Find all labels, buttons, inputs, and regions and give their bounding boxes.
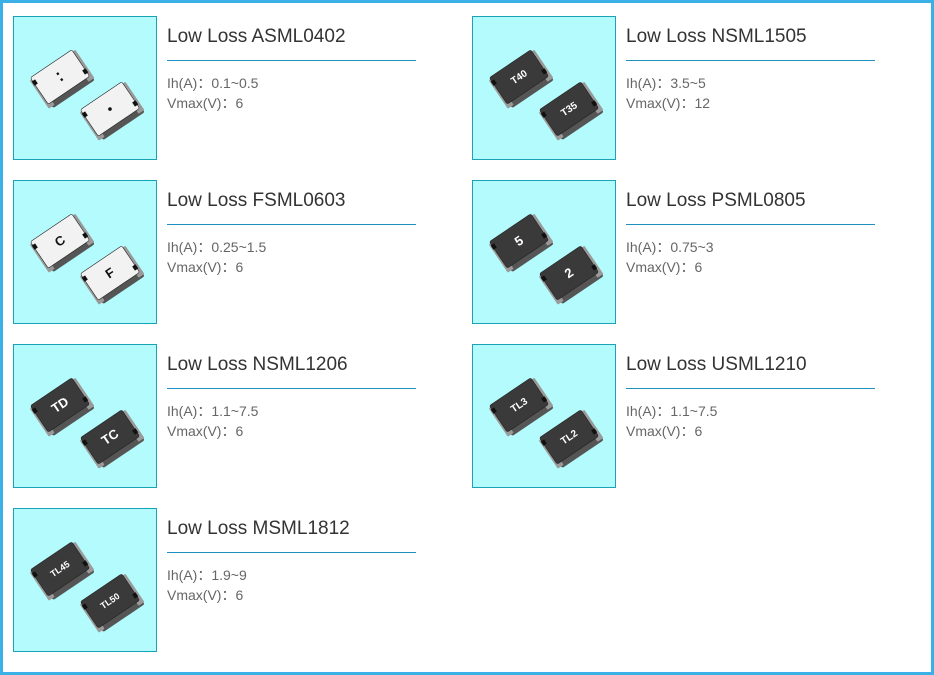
spec-ih-label: Ih(A)： bbox=[167, 567, 212, 583]
chip-left: 5 bbox=[489, 214, 554, 273]
chip-right: F bbox=[80, 246, 145, 305]
spec-vmax-value: 12 bbox=[694, 95, 711, 111]
spec-ih-value: 0.25~1.5 bbox=[211, 239, 267, 255]
chip-right: • bbox=[80, 82, 145, 141]
spec-ih-label: Ih(A)： bbox=[167, 75, 212, 91]
spec-vmax-label: Vmax(V)： bbox=[167, 423, 236, 439]
spec-vmax-value: 6 bbox=[235, 587, 244, 603]
chip-right: 2 bbox=[539, 246, 604, 305]
spec-vmax: Vmax(V)：6 bbox=[167, 585, 243, 605]
chip-left: TD bbox=[30, 378, 95, 437]
spec-vmax: Vmax(V)：6 bbox=[626, 421, 702, 441]
chip-right: TL50 bbox=[80, 574, 145, 633]
title-divider bbox=[167, 224, 416, 225]
product-title[interactable]: Low Loss FSML0603 bbox=[167, 190, 346, 211]
spec-ih: Ih(A)：0.1~0.5 bbox=[167, 73, 258, 93]
spec-ih-value: 0.75~3 bbox=[670, 239, 714, 255]
product-title[interactable]: Low Loss USML1210 bbox=[626, 354, 807, 375]
spec-ih-label: Ih(A)： bbox=[626, 403, 671, 419]
spec-vmax-label: Vmax(V)： bbox=[626, 423, 695, 439]
spec-ih: Ih(A)：0.75~3 bbox=[626, 237, 714, 257]
spec-vmax-label: Vmax(V)： bbox=[626, 95, 695, 111]
spec-ih-value: 1.1~7.5 bbox=[670, 403, 718, 419]
chip-right: T35 bbox=[539, 82, 604, 141]
chip-right: TC bbox=[80, 410, 145, 469]
spec-vmax-label: Vmax(V)： bbox=[167, 259, 236, 275]
spec-vmax-value: 6 bbox=[694, 259, 703, 275]
spec-vmax-value: 6 bbox=[235, 95, 244, 111]
spec-vmax-label: Vmax(V)： bbox=[167, 95, 236, 111]
product-title[interactable]: Low Loss MSML1812 bbox=[167, 518, 350, 539]
spec-ih: Ih(A)：0.25~1.5 bbox=[167, 237, 266, 257]
chip-left: C bbox=[30, 214, 95, 273]
spec-ih-label: Ih(A)： bbox=[626, 239, 671, 255]
spec-vmax-value: 6 bbox=[235, 423, 244, 439]
spec-ih-label: Ih(A)： bbox=[626, 75, 671, 91]
spec-vmax: Vmax(V)：6 bbox=[167, 257, 243, 277]
spec-ih-value: 1.1~7.5 bbox=[211, 403, 259, 419]
chip-illustration: ⁚• bbox=[30, 50, 145, 141]
product-title[interactable]: Low Loss NSML1206 bbox=[167, 354, 348, 375]
spec-ih: Ih(A)：3.5~5 bbox=[626, 73, 706, 93]
spec-ih-value: 0.1~0.5 bbox=[211, 75, 259, 91]
chip-right: TL2 bbox=[539, 410, 604, 469]
spec-ih-value: 3.5~5 bbox=[670, 75, 706, 91]
product-title[interactable]: Low Loss ASML0402 bbox=[167, 26, 346, 47]
title-divider bbox=[167, 552, 416, 553]
product-title[interactable]: Low Loss NSML1505 bbox=[626, 26, 807, 47]
spec-vmax: Vmax(V)：12 bbox=[626, 93, 710, 113]
chip-left: T40 bbox=[489, 50, 554, 109]
spec-vmax-value: 6 bbox=[694, 423, 703, 439]
product-card[interactable]: ⁚• Low Loss ASML0402 Ih(A)：0.1~0.5 Vmax(… bbox=[13, 16, 433, 162]
title-divider bbox=[167, 60, 416, 61]
spec-vmax-label: Vmax(V)： bbox=[626, 259, 695, 275]
product-thumbnail[interactable]: ⁚• bbox=[13, 16, 157, 160]
chip-left: TL3 bbox=[489, 378, 554, 437]
title-divider bbox=[167, 388, 416, 389]
title-divider bbox=[626, 224, 875, 225]
spec-vmax: Vmax(V)：6 bbox=[167, 93, 243, 113]
spec-vmax: Vmax(V)：6 bbox=[626, 257, 702, 277]
chip-illustration: 52 bbox=[489, 214, 604, 305]
title-divider bbox=[626, 60, 875, 61]
spec-ih-label: Ih(A)： bbox=[167, 239, 212, 255]
spec-vmax-label: Vmax(V)： bbox=[167, 587, 236, 603]
spec-vmax-value: 6 bbox=[235, 259, 244, 275]
spec-vmax: Vmax(V)：6 bbox=[167, 421, 243, 441]
chip-left: TL45 bbox=[30, 542, 95, 601]
title-divider bbox=[626, 388, 875, 389]
chip-left: ⁚ bbox=[30, 50, 95, 109]
spec-ih: Ih(A)：1.1~7.5 bbox=[626, 401, 717, 421]
chip-illustration: CF bbox=[30, 214, 145, 305]
spec-ih-value: 1.9~9 bbox=[211, 567, 247, 583]
spec-ih: Ih(A)：1.1~7.5 bbox=[167, 401, 258, 421]
spec-ih-label: Ih(A)： bbox=[167, 403, 212, 419]
spec-ih: Ih(A)：1.9~9 bbox=[167, 565, 247, 585]
product-title[interactable]: Low Loss PSML0805 bbox=[626, 190, 806, 211]
